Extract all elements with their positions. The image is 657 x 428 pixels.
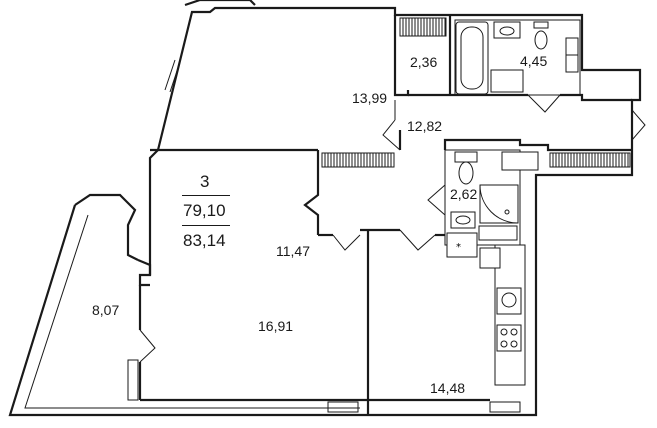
wall-hall-right [443, 138, 632, 152]
wc-door [427, 184, 446, 216]
stove-burner [500, 328, 508, 336]
balcony-window [127, 359, 139, 401]
shower-curve [479, 184, 519, 224]
bath-toilet-tank [533, 21, 549, 29]
kitchen-sink [496, 287, 522, 315]
wc-sink [450, 211, 476, 229]
middle-room-door [382, 119, 401, 151]
stove-burner [510, 340, 518, 348]
room-count: 3 [200, 172, 210, 191]
wardrobe-closet [399, 17, 447, 37]
outer-wall-upper-left [184, 0, 256, 7]
bathtub-inner [460, 26, 484, 90]
meter-box [446, 232, 478, 258]
balcony-inner-rail [24, 214, 360, 409]
right-door [631, 109, 646, 141]
wall-corridor-right [560, 93, 632, 102]
wall-upper-hall [393, 15, 410, 97]
shower-tray [479, 184, 519, 224]
area-wc: 2,62 [450, 186, 478, 202]
bathtub [455, 21, 489, 95]
wc-outline [444, 149, 521, 246]
balcony-outer [8, 204, 525, 417]
wall-top-left-room [138, 149, 159, 287]
middle-bottom-door [332, 234, 361, 251]
total-area: 83,14 [183, 231, 226, 250]
window-bottom-right [489, 401, 521, 413]
shower-drain [504, 209, 510, 215]
area-room-top-left: 13,99 [352, 90, 388, 106]
wardrobe-middle [321, 152, 395, 168]
wardrobe-corridor [549, 152, 631, 168]
kitchen-door [399, 229, 436, 251]
living-area: 79,10 [183, 201, 226, 220]
wc-sink-bowl [455, 215, 471, 225]
area-bathroom: 4,45 [520, 53, 548, 69]
boiler [479, 247, 501, 269]
washing-machine [490, 69, 524, 93]
summary-divider-2 [182, 225, 230, 226]
kitchen-stove [496, 324, 522, 352]
area-closet: 2,36 [410, 54, 438, 70]
stove-burner [500, 340, 508, 348]
summary-divider-1 [182, 195, 230, 196]
bath-sink [493, 21, 521, 39]
area-kitchen: 14,48 [430, 380, 466, 396]
wall-bottom-left-room [137, 258, 152, 275]
bathroom-door [527, 94, 561, 113]
stove-burner [510, 328, 518, 336]
area-hall: 12,82 [407, 118, 443, 134]
bath-toilet-bowl [534, 30, 548, 50]
wc-toilet-tank [454, 151, 478, 163]
area-room-middle: 11,47 [276, 243, 310, 259]
balcony-outline [74, 193, 139, 261]
top-room-window [169, 61, 181, 93]
area-room-bottom-left: 16,91 [258, 318, 294, 334]
wall-middle-room [303, 150, 320, 235]
kitchen-sink-bowl [501, 292, 517, 308]
bath-sink-bowl [499, 26, 515, 36]
wc-cabinet [478, 225, 518, 241]
window-bottom-left [327, 401, 359, 413]
top-room-window [164, 59, 176, 91]
corridor-cabinet [501, 151, 539, 171]
wc-toilet-bowl [458, 161, 474, 185]
meter-star: * [456, 242, 461, 253]
balcony-door [139, 329, 156, 363]
outer-wall-top [156, 6, 642, 417]
area-balcony: 8,07 [92, 302, 120, 318]
